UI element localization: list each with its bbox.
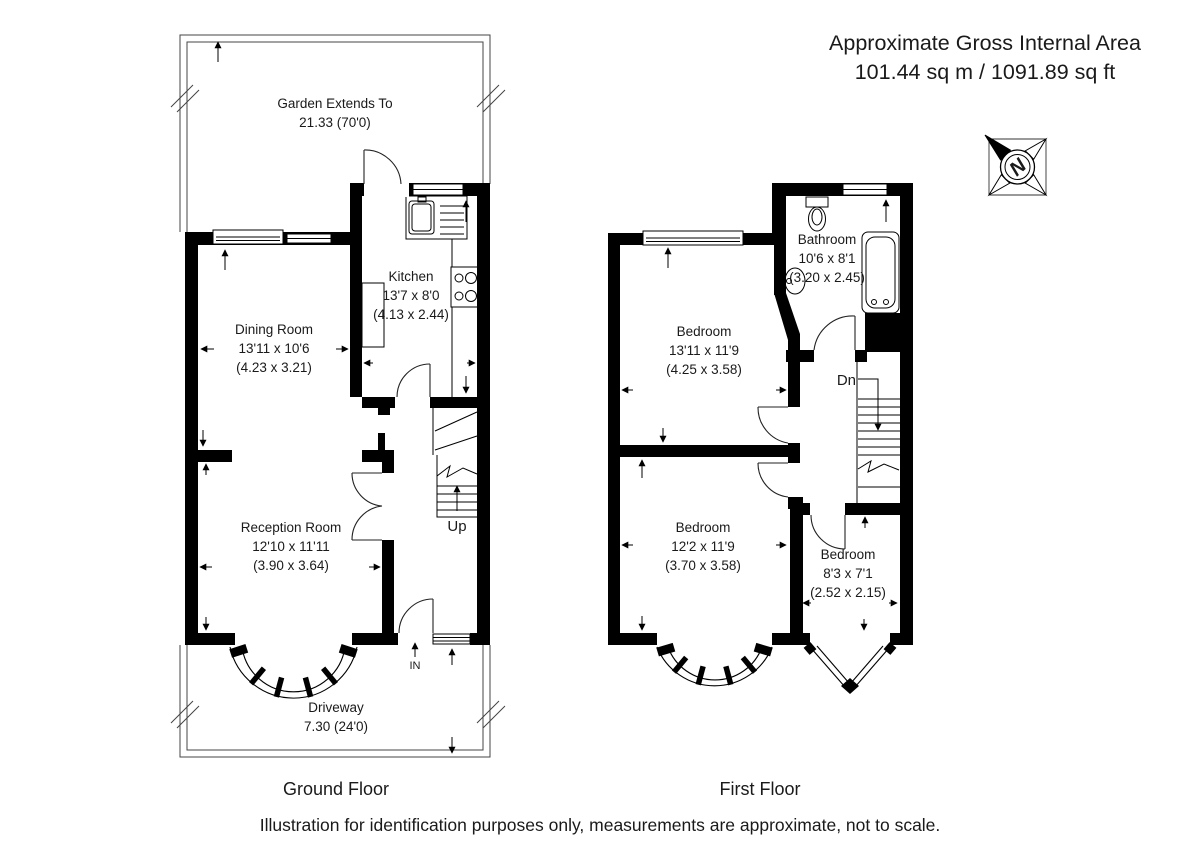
ground-floor-label: Ground Floor xyxy=(283,779,389,799)
first-footprint xyxy=(608,183,913,645)
bedroom2-imperial: 12'2 x 11'9 xyxy=(671,539,734,554)
dining-label: Dining Room xyxy=(235,322,313,337)
first-floor-label: First Floor xyxy=(720,779,801,799)
bedroom3-metric: (2.52 x 2.15) xyxy=(810,585,886,600)
first-dim-arrows xyxy=(621,199,898,631)
garden-door-opening xyxy=(364,182,409,197)
dn-label: Dn xyxy=(837,372,856,389)
title-block: Approximate Gross Internal Area 101.44 s… xyxy=(829,31,1141,84)
footer-disclaimer: Illustration for identification purposes… xyxy=(260,815,941,835)
bathroom-imperial: 10'6 x 8'1 xyxy=(799,251,856,266)
bathroom-window xyxy=(842,183,888,196)
ground-footprint xyxy=(185,183,490,645)
bedroom2-metric: (3.70 x 3.58) xyxy=(665,558,741,573)
reception-bay-window xyxy=(229,644,358,699)
reception-label: Reception Room xyxy=(241,520,342,535)
kitchen-window xyxy=(412,183,464,196)
ground-dim-arrows xyxy=(199,200,476,631)
staircase-up xyxy=(432,408,478,518)
reception-metric: (3.90 x 3.64) xyxy=(253,558,329,573)
dining-window-2 xyxy=(286,233,332,244)
dining-metric: (4.23 x 3.21) xyxy=(236,360,312,375)
driveway-label: Driveway xyxy=(308,700,364,715)
bedroom3-bay-window xyxy=(803,642,897,694)
page-title: Approximate Gross Internal Area xyxy=(829,31,1141,55)
bedroom1-metric: (4.25 x 3.58) xyxy=(666,362,742,377)
front-door xyxy=(398,598,434,634)
bedroom2-label: Bedroom xyxy=(676,520,731,535)
driveway-dim: 7.30 (24'0) xyxy=(304,719,368,734)
kitchen-sink xyxy=(405,195,468,240)
up-label: Up xyxy=(447,518,466,535)
hall-window xyxy=(432,633,471,645)
bedroom3-door xyxy=(810,514,846,550)
bedroom2-bay-window xyxy=(656,642,773,687)
ground-walls xyxy=(185,183,490,645)
driveway-boundary xyxy=(170,645,506,758)
bathroom-door xyxy=(813,315,856,351)
garden-dim: 21.33 (70'0) xyxy=(299,115,371,130)
garden-boundary xyxy=(170,34,506,232)
bedroom1-imperial: 13'11 x 11'9 xyxy=(669,343,739,358)
reception-imperial: 12'10 x 11'11 xyxy=(252,539,329,554)
bathroom-label: Bathroom xyxy=(798,232,857,247)
bedroom3-imperial: 8'3 x 7'1 xyxy=(823,566,872,581)
first-floor-plan: Bathroom 10'6 x 8'1 (3.20 x 2.45) Bedroo… xyxy=(608,183,913,799)
bedroom1-door xyxy=(757,406,789,444)
kitchen-door xyxy=(396,363,431,398)
compass-rose-icon: N xyxy=(984,134,1048,197)
kitchen-label: Kitchen xyxy=(388,269,433,284)
dining-window xyxy=(212,229,284,245)
toilet xyxy=(805,196,829,232)
kitchen-imperial: 13'7 x 8'0 xyxy=(383,288,440,303)
in-label: IN xyxy=(410,660,421,672)
bedroom3-label: Bedroom xyxy=(821,547,876,562)
staircase-down xyxy=(856,362,900,503)
bathroom-metric: (3.20 x 2.45) xyxy=(789,270,865,285)
first-walls xyxy=(608,183,913,645)
kitchen-metric: (4.13 x 2.44) xyxy=(373,307,449,322)
bedroom2-door xyxy=(757,462,789,498)
garden-label: Garden Extends To xyxy=(277,96,392,111)
reception-double-doors xyxy=(351,472,383,541)
driveway-break-marks xyxy=(170,700,506,729)
ground-floor-plan: Garden Extends To 21.33 (70'0) Kitchen 1… xyxy=(170,34,506,799)
bedroom1-window xyxy=(642,230,744,246)
dining-imperial: 13'11 x 10'6 xyxy=(239,341,310,356)
garden-break-marks xyxy=(170,84,506,113)
bedroom1-label: Bedroom xyxy=(677,324,732,339)
garden-door xyxy=(363,149,402,185)
page-subtitle: 101.44 sq m / 1091.89 sq ft xyxy=(855,60,1116,84)
